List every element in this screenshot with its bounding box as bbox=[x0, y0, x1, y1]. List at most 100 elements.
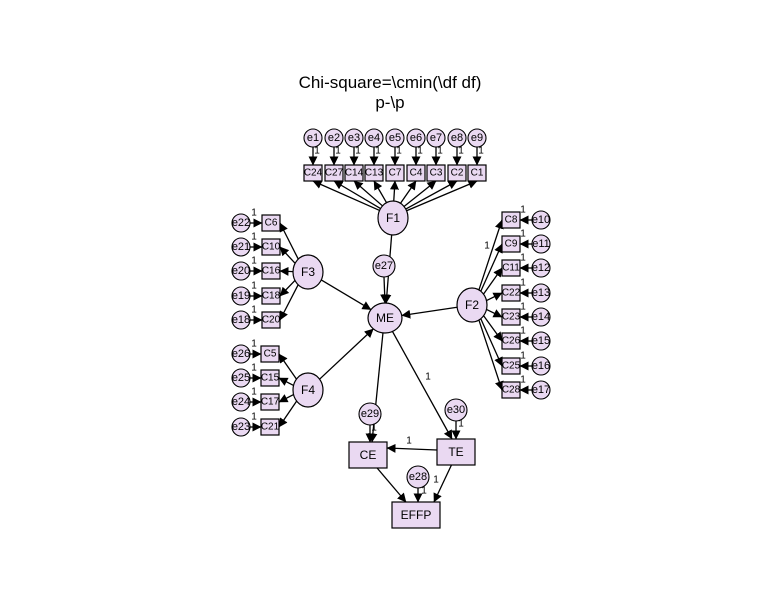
title-line-1: Chi-square=\cmin(\df df) bbox=[299, 73, 482, 92]
fixed-loading-one: 1 bbox=[251, 363, 257, 374]
error-circle-e13 bbox=[531, 283, 551, 303]
fixed-loading-one: 1 bbox=[251, 232, 257, 243]
error-circle-e26 bbox=[231, 344, 251, 364]
error-circle-e25 bbox=[231, 368, 251, 388]
fixed-loading-one: 1 bbox=[314, 146, 320, 157]
fixed-loading-one: 1 bbox=[520, 326, 526, 337]
indicator-box-c15-label: C15 bbox=[261, 373, 280, 384]
outcome-box-ce bbox=[348, 441, 388, 469]
structural-arrow bbox=[320, 279, 372, 311]
fixed-loading-one: 1 bbox=[251, 339, 257, 350]
loading-arrow-f2 bbox=[480, 243, 503, 292]
indicator-box-c25-label: C25 bbox=[502, 361, 521, 372]
indicator-box-c14 bbox=[344, 164, 364, 182]
latent-factor-f4 bbox=[292, 372, 324, 408]
latent-factor-f3 bbox=[292, 254, 324, 290]
error-circle-e9-label: e9 bbox=[471, 132, 483, 144]
error-circle-e4 bbox=[364, 128, 384, 148]
loading-arrow-f1 bbox=[333, 180, 381, 210]
loading-arrow-f4 bbox=[278, 377, 294, 387]
structural-arrow bbox=[391, 331, 453, 440]
loading-arrow-f2 bbox=[486, 308, 503, 318]
error-circle-e17 bbox=[531, 380, 551, 400]
fixed-loading-one: 1 bbox=[520, 302, 526, 313]
fixed-loading-one: 1 bbox=[371, 423, 377, 434]
fixed-loading-one: 1 bbox=[406, 436, 412, 447]
latent-factor-label: F2 bbox=[465, 298, 479, 312]
indicator-box-c28-label: C28 bbox=[502, 385, 521, 396]
structural-arrow bbox=[319, 328, 374, 380]
loading-arrow-f4 bbox=[278, 400, 298, 428]
indicator-box-c14-label: C14 bbox=[345, 168, 364, 179]
indicator-box-c6-label: C6 bbox=[265, 218, 278, 229]
indicator-box-c13-label: C13 bbox=[365, 168, 384, 179]
fixed-loading-one: 1 bbox=[251, 208, 257, 219]
disturbance-circle-te-label: e30 bbox=[447, 404, 465, 416]
outcome-box-effp bbox=[391, 501, 441, 529]
diagram-nodes: C24e11C27e21C14e31C13e41C7e51C4e61C3e71C… bbox=[231, 128, 551, 529]
disturbance-circle-te bbox=[444, 398, 468, 422]
error-circle-e6 bbox=[406, 128, 426, 148]
loading-arrow-f1 bbox=[312, 180, 380, 212]
indicator-box-c2-label: C2 bbox=[451, 168, 464, 179]
indicator-box-c27-label: C27 bbox=[325, 168, 344, 179]
loading-arrow-f1 bbox=[406, 180, 478, 212]
loading-arrow-f1 bbox=[389, 180, 399, 202]
error-circle-e5-label: e5 bbox=[389, 132, 401, 144]
indicator-box-c2 bbox=[447, 164, 467, 182]
indicator-box-c20 bbox=[261, 311, 281, 329]
indicator-box-c5-label: C5 bbox=[264, 349, 277, 360]
indicator-box-c6 bbox=[261, 214, 281, 232]
fixed-loading-one: 1 bbox=[251, 256, 257, 267]
indicator-box-c17-label: C17 bbox=[261, 397, 280, 408]
error-circle-e21-label: e21 bbox=[232, 241, 250, 253]
indicator-box-c8-label: C8 bbox=[505, 215, 518, 226]
error-circle-e23 bbox=[231, 417, 251, 437]
disturbance-circle-effp bbox=[406, 465, 430, 489]
fixed-loading-one: 1 bbox=[375, 146, 381, 157]
disturbance-circle-me-label: e27 bbox=[375, 260, 393, 272]
error-circle-e13-label: e13 bbox=[532, 287, 550, 299]
indicator-box-c24 bbox=[303, 164, 323, 182]
indicator-box-c8 bbox=[501, 211, 521, 229]
disturbance-arrow bbox=[380, 276, 390, 304]
latent-factor-label: F1 bbox=[386, 211, 400, 225]
error-circle-e8 bbox=[447, 128, 467, 148]
outcome-box-te bbox=[436, 438, 476, 466]
indicator-box-c21-label: C21 bbox=[261, 422, 280, 433]
error-circle-e2-label: e2 bbox=[328, 132, 340, 144]
indicator-box-c26 bbox=[501, 332, 521, 350]
error-circle-e11-label: e11 bbox=[532, 238, 550, 250]
error-circle-e26-label: e26 bbox=[232, 348, 250, 360]
error-circle-e1-label: e1 bbox=[307, 132, 319, 144]
loading-arrow-f1 bbox=[353, 180, 383, 207]
indicator-box-c3-label: C3 bbox=[430, 168, 443, 179]
indicator-box-c10 bbox=[261, 238, 281, 256]
indicator-box-c26-label: C26 bbox=[502, 336, 521, 347]
outcome-box-effp-label: EFFP bbox=[401, 508, 432, 522]
error-circle-e7 bbox=[426, 128, 446, 148]
error-circle-e23-label: e23 bbox=[232, 421, 250, 433]
path-arrows bbox=[250, 147, 532, 503]
fixed-loading-one: 1 bbox=[251, 412, 257, 423]
error-circle-e8-label: e8 bbox=[451, 132, 463, 144]
indicator-box-c11-label: C11 bbox=[502, 263, 520, 274]
latent-factor-label: F3 bbox=[301, 265, 315, 279]
disturbance-circle-ce-label: e29 bbox=[361, 408, 379, 420]
fixed-loading-one: 1 bbox=[437, 146, 443, 157]
fixed-loading-one: 1 bbox=[520, 253, 526, 264]
disturbance-circle-effp-label: e28 bbox=[409, 471, 427, 483]
error-circle-e24-label: e24 bbox=[232, 396, 250, 408]
error-circle-e5 bbox=[385, 128, 405, 148]
indicator-box-c13 bbox=[364, 164, 384, 182]
fixed-loading-one: 1 bbox=[520, 278, 526, 289]
loading-arrow-f3 bbox=[279, 266, 294, 276]
error-circle-e17-label: e17 bbox=[532, 384, 550, 396]
loading-arrow-f2 bbox=[480, 318, 503, 367]
loading-arrow-f1 bbox=[399, 180, 417, 204]
error-circle-e3-label: e3 bbox=[348, 132, 360, 144]
error-circle-e18-label: e18 bbox=[232, 314, 250, 326]
indicator-box-c16 bbox=[261, 262, 281, 280]
fixed-loading-one: 1 bbox=[478, 146, 484, 157]
